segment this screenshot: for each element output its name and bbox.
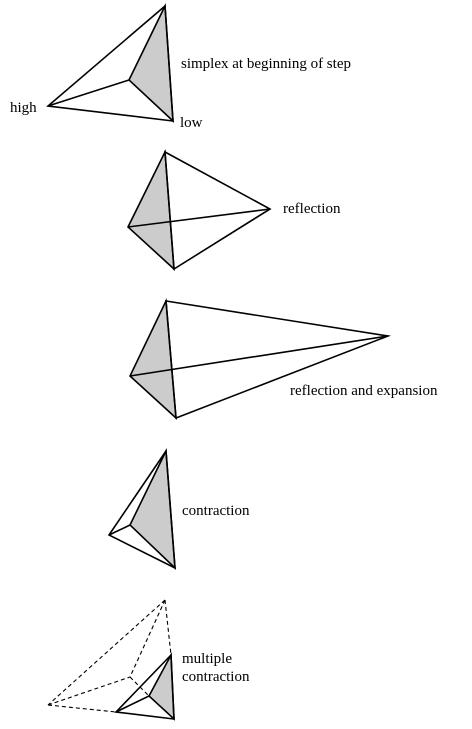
dashed-edge xyxy=(129,676,150,697)
dashed-edge xyxy=(164,599,172,656)
shaded-face xyxy=(129,298,177,420)
caption-contraction: contraction xyxy=(182,503,250,519)
edge-reflected-point xyxy=(127,208,271,228)
dashed-edge xyxy=(47,599,166,706)
caption-expansion: reflection and expansion xyxy=(290,383,438,399)
dashed-edge xyxy=(129,599,166,678)
edge-expanded-point xyxy=(129,335,389,377)
caption-multiple-line1: multiple xyxy=(182,651,232,667)
dashed-edge xyxy=(47,704,117,713)
caption-multiple-line2: contraction xyxy=(182,669,250,685)
edge-high-inner xyxy=(47,79,130,107)
panel-multiple-contraction: multiple contraction xyxy=(47,599,250,721)
label-low-vertex: low xyxy=(180,115,203,131)
simplex-outline xyxy=(46,4,174,122)
label-high-vertex: high xyxy=(10,100,37,116)
panel-reflection: reflection xyxy=(127,149,341,271)
contracted-simplex-outline xyxy=(114,653,175,720)
simplex-outline xyxy=(107,448,176,570)
simplex-outline xyxy=(165,300,392,420)
caption-reflection: reflection xyxy=(283,201,341,217)
panel-reflection-expansion: reflection and expansion xyxy=(129,298,438,420)
dashed-edge xyxy=(47,676,131,706)
panel-start-simplex: simplex at beginning of step high low xyxy=(10,2,351,131)
caption-start: simplex at beginning of step xyxy=(181,56,351,72)
simplex-outline xyxy=(164,150,272,271)
edge-contracted-inner xyxy=(115,695,150,713)
shaded-face xyxy=(129,447,176,571)
panel-contraction: contraction xyxy=(107,447,250,571)
edge-contracted-point xyxy=(108,524,131,536)
